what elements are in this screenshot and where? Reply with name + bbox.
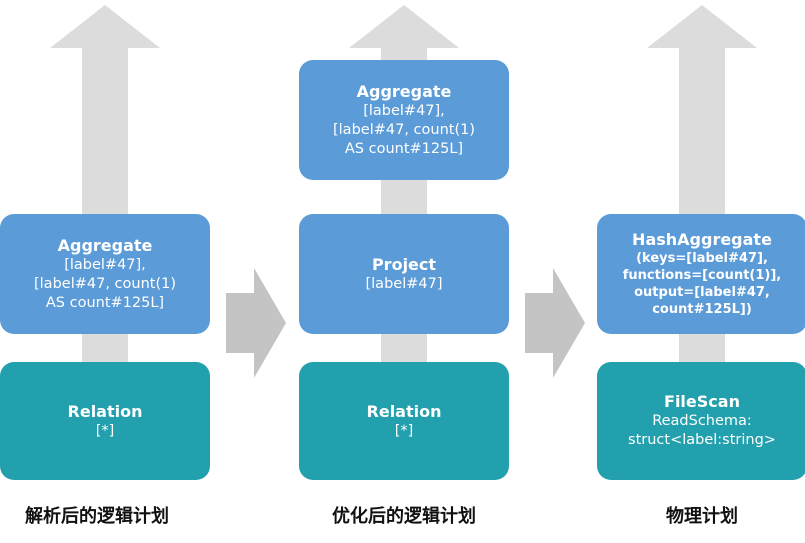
node-title: Aggregate bbox=[57, 235, 153, 255]
node-detail-line: [label#47], bbox=[363, 102, 445, 119]
node-title: Relation bbox=[366, 401, 442, 421]
node-detail-line: [label#47], bbox=[64, 256, 146, 273]
node-detail-line: AS count#125L] bbox=[45, 294, 165, 311]
node-detail-line: [label#47, count(1) bbox=[34, 275, 176, 292]
column-parsed-logical-plan: Aggregate [label#47], [label#47, count(1… bbox=[0, 0, 210, 543]
column-caption: 解析后的逻辑计划 bbox=[25, 506, 169, 527]
node-detail-line: [label#47] bbox=[365, 275, 443, 292]
node-title: HashAggregate bbox=[632, 230, 772, 249]
node-detail-line: ReadSchema: bbox=[652, 413, 752, 429]
node-title: Relation bbox=[67, 401, 143, 421]
aggregate-node: Aggregate [label#47], [label#47, count(1… bbox=[299, 60, 509, 180]
right-arrow-icon bbox=[226, 268, 286, 378]
project-node: Project [label#47] bbox=[299, 214, 509, 334]
column-physical-plan: HashAggregate (keys=[label#47], function… bbox=[597, 0, 805, 543]
node-detail-line: count#125L]) bbox=[652, 302, 752, 317]
column-optimized-logical-plan: Aggregate [label#47], [label#47, count(1… bbox=[299, 0, 509, 543]
node-detail-line: output=[label#47, bbox=[634, 285, 770, 300]
column-caption: 物理计划 bbox=[666, 506, 738, 527]
node-detail-line: [label#47, count(1) bbox=[333, 121, 475, 138]
node-title: Aggregate bbox=[356, 81, 452, 101]
node-detail-line: [*] bbox=[394, 422, 414, 439]
relation-node: Relation [*] bbox=[299, 362, 509, 480]
node-detail-line: AS count#125L] bbox=[344, 140, 464, 157]
filescan-node: FileScan ReadSchema: struct<label:string… bbox=[597, 362, 805, 480]
node-detail-line: (keys=[label#47], bbox=[636, 251, 768, 266]
node-detail-line: functions=[count(1)], bbox=[622, 268, 782, 283]
node-title: Project bbox=[371, 254, 437, 274]
column-caption: 优化后的逻辑计划 bbox=[332, 506, 476, 527]
relation-node: Relation [*] bbox=[0, 362, 210, 480]
node-title: FileScan bbox=[664, 392, 740, 411]
right-arrow-icon bbox=[525, 268, 585, 378]
aggregate-node: Aggregate [label#47], [label#47, count(1… bbox=[0, 214, 210, 334]
hash-aggregate-node: HashAggregate (keys=[label#47], function… bbox=[597, 214, 805, 334]
node-detail-line: struct<label:string> bbox=[628, 432, 776, 448]
node-detail-line: [*] bbox=[95, 422, 115, 439]
